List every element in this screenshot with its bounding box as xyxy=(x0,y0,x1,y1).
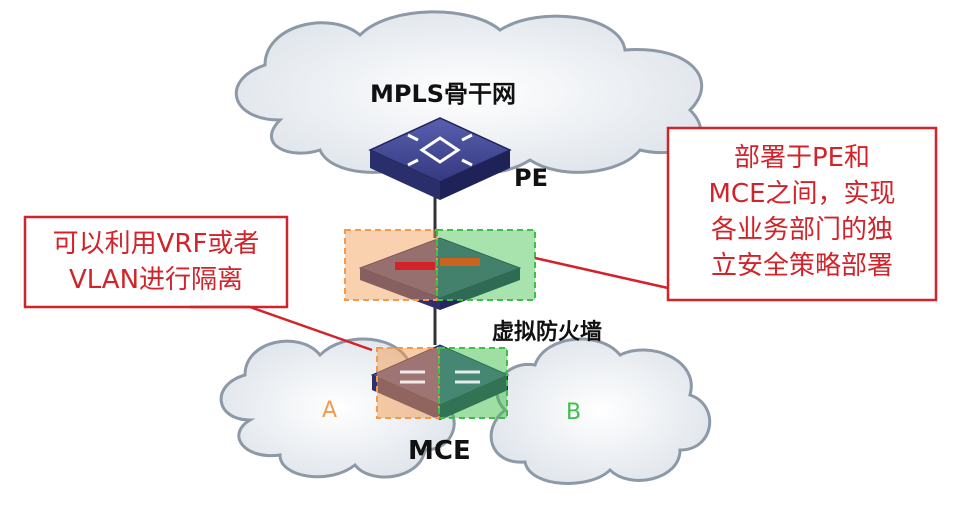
right-callout-box xyxy=(666,126,938,302)
virtual-firewall-label: 虚拟防火墙 xyxy=(492,320,603,345)
right-callout-text: 部署于PE和 MCE之间，实现 各业务部门的独 立安全策略部署 xyxy=(708,143,896,281)
left-callout-text: 可以利用VRF或者 VLAN进行隔离 xyxy=(52,229,260,295)
left-callout-pointer xyxy=(190,305,373,352)
right-callout-pointer xyxy=(534,256,669,290)
mce-label: MCE xyxy=(408,436,471,466)
pe-router-icon xyxy=(368,117,512,200)
virtual-firewall-icon xyxy=(344,229,536,310)
mce-switch-icon xyxy=(370,344,510,420)
backbone-label: MPLS骨干网 xyxy=(370,80,517,108)
zone-b-cloud-icon xyxy=(489,337,712,485)
zone-a-label: A xyxy=(322,398,338,423)
left-callout-box xyxy=(23,215,289,309)
zone-b-label: B xyxy=(566,400,582,425)
pe-label: PE xyxy=(514,164,548,192)
